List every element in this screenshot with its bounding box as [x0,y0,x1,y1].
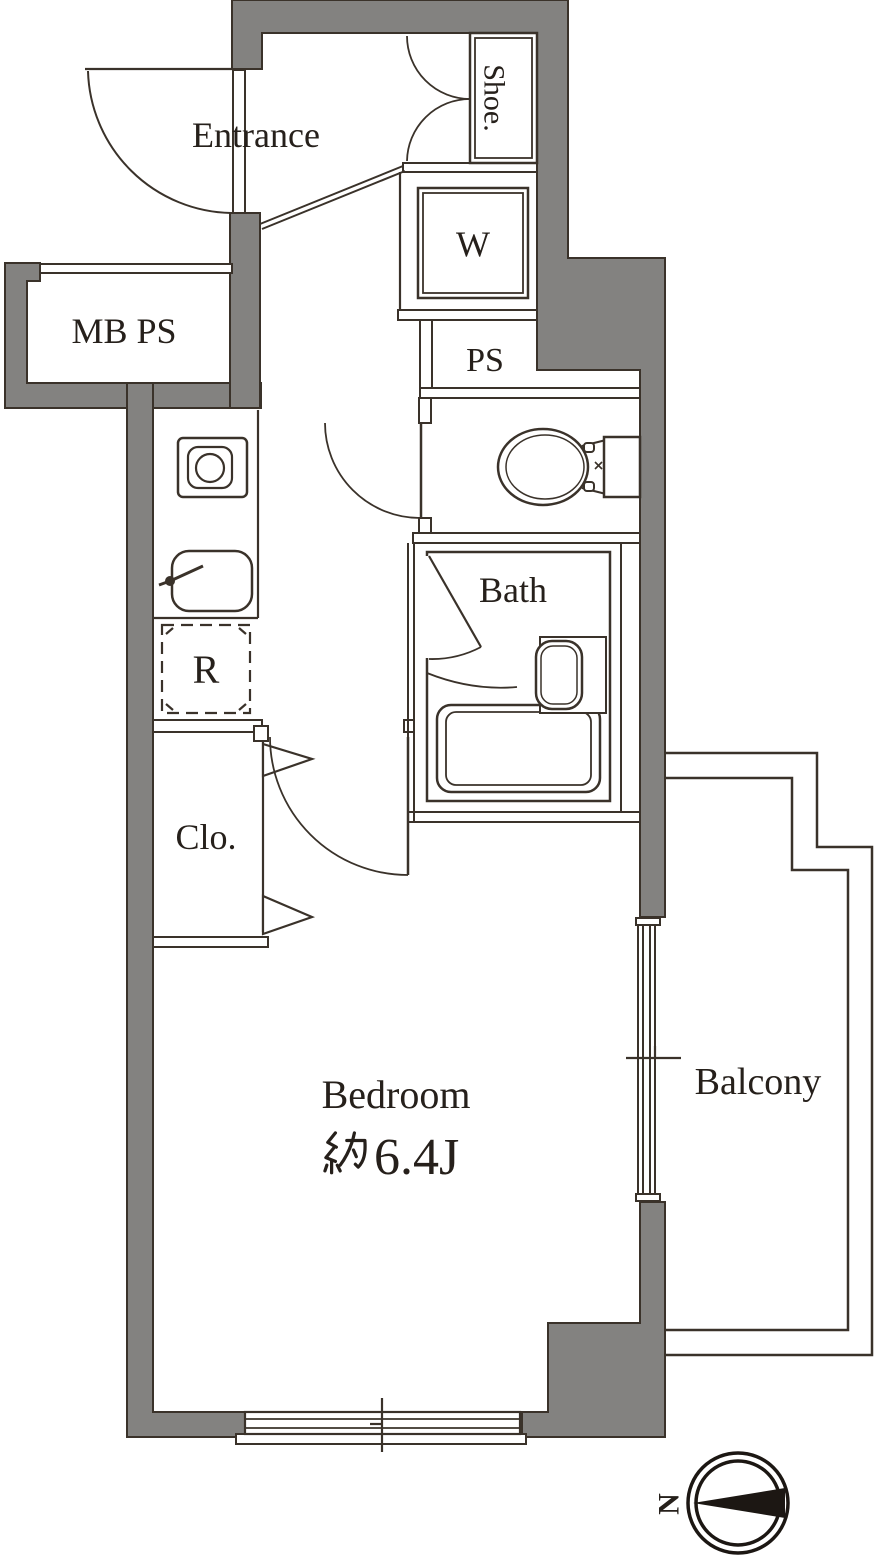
bath-label: Bath [479,570,547,610]
bath-door-sweep-line [426,672,518,689]
bath-door-leaf [428,555,482,648]
bathtub-outer [435,703,602,794]
balcony-outer-line [665,751,874,1357]
entrance-door-leaf [232,69,246,214]
toilet-west-stub-top [418,397,432,424]
bath-basin-outer [534,639,584,711]
ps-label: PS [466,342,504,379]
entrance-label: Entrance [192,115,320,155]
entrance-area [85,67,406,230]
bedroom-label: Bedroom [322,1072,471,1117]
washer-bottom-band [397,309,538,321]
washer-box-outer [416,186,530,300]
washer-alcove [398,172,530,310]
entrance-door-arc [87,70,232,214]
balcony-outline [665,751,874,1357]
compass-needle [693,1488,785,1518]
stove-outer [176,436,249,499]
toilet-tank [602,435,642,499]
faucet-spout [158,579,171,587]
bath-bottom-band [407,811,641,823]
shoe-cabinet [406,31,539,165]
wall-top-right [231,0,666,918]
balcony-window [626,917,681,1202]
wall-bottom-right [521,1201,666,1438]
compass-outer-ring [686,1451,790,1555]
balcony-inner-line [665,776,850,1332]
shoe-door-arc-bottom [406,98,471,162]
washer-box-inner [422,192,524,294]
refrigerator-corner-marks [165,627,247,711]
bedroom-window [235,1398,527,1452]
east-window-cap-bottom [635,1193,661,1202]
kitchen [153,410,260,715]
bath-room [407,543,622,822]
wall-west-bottom [126,382,246,1438]
closet-arrow-bottom [261,894,316,936]
compass-north-label: N [653,1493,686,1515]
closet [261,741,316,936]
shoe-bottom-band [402,162,538,173]
entrance-step-line-2 [261,170,406,230]
washer-label: W [456,224,490,264]
shoe-box-outer [468,31,539,165]
bedroom-door-wall-left [152,719,263,733]
room-labels: Entrance Shoe. W MB PS PS Bath R Clo. Be… [71,64,821,1186]
toilet-bottom-band [412,532,641,544]
closet-label: Clo. [175,817,236,857]
bedroom-size-label: 6.4J [374,1129,459,1186]
bath-box [425,550,612,803]
balcony-label: Balcony [695,1061,822,1103]
bathtub-inner [445,711,592,786]
closet-arrow-top [261,742,316,778]
toilet-bowl-outer [496,427,590,507]
toilet-west-stub-bottom [418,517,432,534]
east-window-cap-top [635,917,661,926]
toilet-bowl-inner [505,434,585,500]
shoe-box-inner [474,37,533,159]
shoe-label: Shoe. [478,64,511,132]
mbps-top-band [39,263,233,274]
stove-inner [186,445,234,490]
stove-burner [194,452,226,484]
mbps-label: MB PS [71,311,176,351]
bath-door-arc [428,646,482,660]
compass: N [653,1451,790,1555]
thin-walls [39,162,641,948]
bedroom-door-arc [269,736,409,876]
toilet-room [324,422,642,519]
bedroom-door [269,736,410,876]
walls [4,0,666,1438]
ps-west-wall [419,319,433,389]
toilet-hinge-top [583,442,595,453]
closet-bottom-band [152,936,269,948]
refrigerator-dashed-box [160,623,252,715]
toilet-x-mark [594,461,603,470]
bath-basin-inner [540,645,578,705]
toilet-top-band [419,387,641,399]
toilet-door-arc [324,422,421,519]
entrance-step-line-1 [259,165,404,225]
kanji-yaku [323,1131,367,1175]
refrigerator-label: R [193,647,220,692]
shoe-door-arc-top [406,35,471,100]
kitchen-sink [170,549,254,613]
wall-entrance-bar [229,212,261,409]
toilet-hinge-bottom [583,481,595,492]
bedroom-door-stub-cap [253,725,269,742]
